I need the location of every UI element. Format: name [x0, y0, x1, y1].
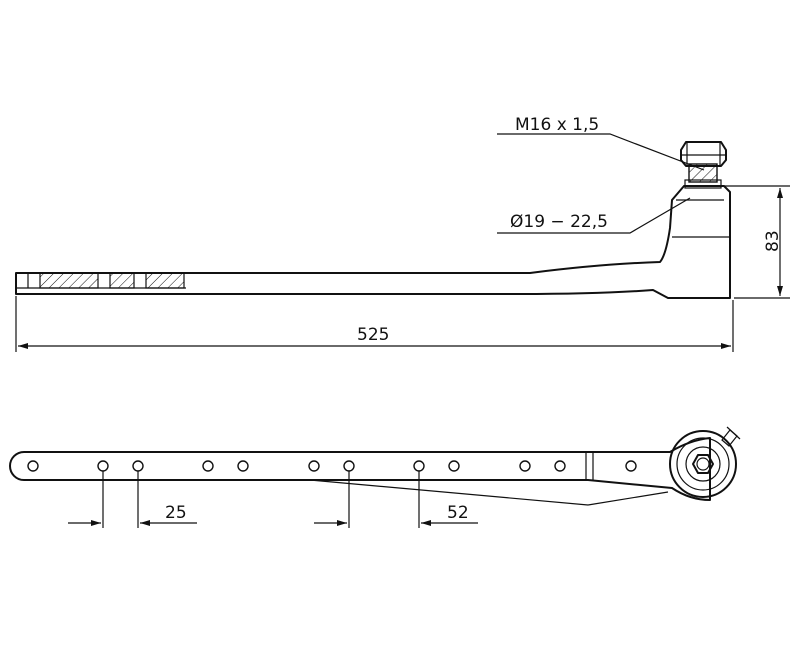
- hole-11: [554, 460, 566, 472]
- height-label: 83: [763, 230, 783, 252]
- hatch-section-3: [145, 272, 185, 289]
- hole-7: [343, 460, 355, 472]
- top-view: 25 52: [9, 426, 741, 528]
- hole-1: [27, 460, 39, 472]
- length-label: 525: [357, 325, 389, 345]
- bore-leader: [497, 197, 691, 234]
- side-view: M16 x 1,5 Ø19 − 22,5 83 525: [15, 115, 790, 352]
- hole-5: [237, 460, 249, 472]
- group-pitch-label: 52: [447, 503, 469, 523]
- ball-joint-nut: [692, 454, 714, 474]
- hatch-section-1: [39, 272, 99, 289]
- hatch-section-2: [109, 272, 135, 289]
- bore-label: Ø19 − 22,5: [510, 212, 608, 232]
- hole-6: [308, 460, 320, 472]
- thread-stud: [688, 163, 718, 183]
- hole-10: [519, 460, 531, 472]
- thread-label: M16 x 1,5: [515, 115, 599, 135]
- bar-outline: [9, 437, 711, 501]
- arm-outline: [15, 185, 731, 299]
- hole-3: [132, 460, 144, 472]
- hole-4: [202, 460, 214, 472]
- hole-2: [97, 460, 109, 472]
- nut: [680, 141, 727, 167]
- thread-leader: [497, 133, 705, 171]
- ball-joint-housing: [669, 430, 737, 498]
- hole-12: [625, 460, 637, 472]
- hole-9: [448, 460, 460, 472]
- hole-8: [413, 460, 425, 472]
- hole-pitch-label: 25: [165, 503, 187, 523]
